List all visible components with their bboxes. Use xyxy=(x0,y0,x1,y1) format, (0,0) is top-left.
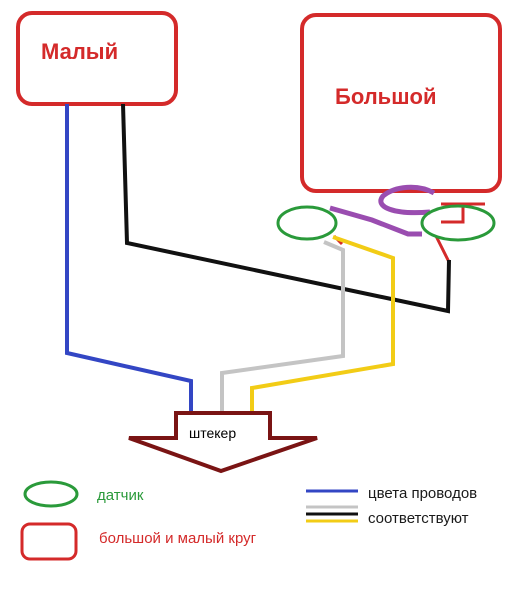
gray-wire xyxy=(220,240,345,413)
purple-wire-loop xyxy=(378,184,436,216)
legend-wire-colors-line1: цвета проводов xyxy=(368,485,477,502)
purple-wire-link xyxy=(329,205,422,237)
legend-circle-icon xyxy=(20,522,78,561)
sensor-right xyxy=(420,204,496,242)
yellow-wire xyxy=(250,235,395,413)
sensor-left xyxy=(276,205,338,241)
legend-sensor-icon xyxy=(23,480,79,508)
legend-circles-label: большой и малый круг xyxy=(99,530,257,547)
red-connector-stub xyxy=(434,202,485,263)
small-circle-box xyxy=(16,11,178,106)
large-circle-label: Большой xyxy=(335,84,437,109)
black-wire xyxy=(121,103,451,314)
small-circle-label: Малый xyxy=(41,39,118,64)
plug-label: штекер xyxy=(189,425,236,441)
plug-connector xyxy=(128,411,318,474)
legend-wire-colors-line2: соответствуют xyxy=(368,510,469,527)
legend-sensor-label: датчик xyxy=(97,487,144,504)
blue-wire xyxy=(65,104,193,413)
large-circle-box xyxy=(300,13,502,193)
